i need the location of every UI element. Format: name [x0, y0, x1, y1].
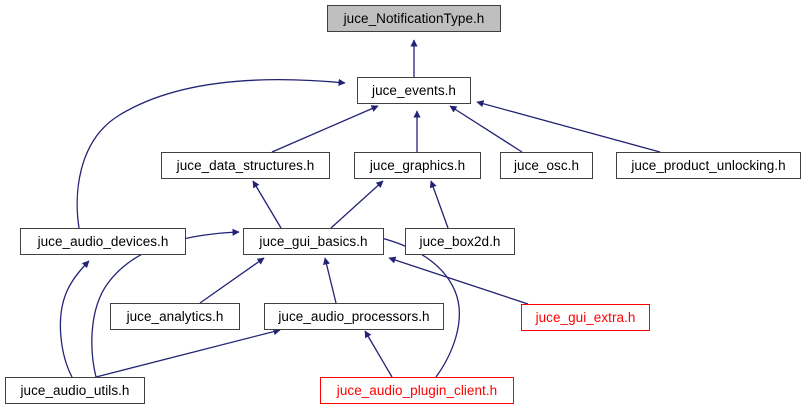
graph-edge-box2d-to-graphics — [429, 180, 449, 229]
graph-node-audio_processors[interactable]: juce_audio_processors.h — [264, 303, 444, 330]
graph-node-label: juce_audio_utils.h — [20, 382, 130, 398]
graph-node-product_unlocking[interactable]: juce_product_unlocking.h — [616, 152, 801, 179]
graph-edge-data_structures-to-events — [271, 105, 379, 153]
graph-node-label: juce_data_structures.h — [176, 157, 315, 173]
graph-node-gui_basics[interactable]: juce_gui_basics.h — [243, 228, 384, 255]
graph-node-data_structures[interactable]: juce_data_structures.h — [161, 152, 330, 179]
graph-node-label: juce_audio_processors.h — [278, 308, 430, 324]
graph-node-gui_extra[interactable]: juce_gui_extra.h — [521, 304, 650, 331]
graph-node-label: juce_NotificationType.h — [343, 10, 485, 26]
graph-node-audio_utils[interactable]: juce_audio_utils.h — [5, 377, 145, 404]
graph-edge-audio_processors-to-gui_basics — [323, 257, 337, 304]
graph-edge-audio_utils-to-audio_devices — [59, 260, 90, 378]
graph-node-audio_devices[interactable]: juce_audio_devices.h — [20, 228, 186, 255]
graph-node-label: juce_gui_extra.h — [535, 309, 636, 325]
graph-edge-audio_plugin_client-to-audio_processors — [364, 330, 393, 378]
graph-node-label: juce_osc.h — [513, 157, 580, 173]
graph-node-label: juce_box2d.h — [419, 233, 501, 249]
graph-edge-product_unlocking-to-events — [476, 100, 661, 153]
edge-group — [59, 39, 661, 378]
graph-edge-audio_utils-to-gui_basics — [91, 228, 240, 378]
graph-node-events[interactable]: juce_events.h — [357, 77, 471, 104]
graph-edge-gui_basics-to-data_structures — [252, 180, 282, 229]
graph-node-label: juce_product_unlocking.h — [631, 157, 786, 173]
graph-edge-osc-to-events — [449, 105, 523, 153]
graph-node-label: juce_graphics.h — [369, 157, 466, 173]
graph-node-label: juce_events.h — [372, 82, 456, 98]
graph-node-analytics[interactable]: juce_analytics.h — [110, 303, 240, 330]
graph-node-label: juce_analytics.h — [126, 308, 224, 324]
graph-node-notification_type[interactable]: juce_NotificationType.h — [327, 5, 501, 32]
graph-edge-gui_basics-to-graphics — [330, 180, 384, 229]
graph-edge-analytics-to-gui_basics — [199, 257, 265, 304]
graph-edge-audio_utils-to-audio_processors — [95, 328, 281, 378]
graph-node-label: juce_audio_plugin_client.h — [336, 382, 498, 398]
graph-node-graphics[interactable]: juce_graphics.h — [354, 152, 481, 179]
graph-node-label: juce_audio_devices.h — [37, 233, 169, 249]
graph-node-osc[interactable]: juce_osc.h — [500, 152, 593, 179]
graph-node-label: juce_gui_basics.h — [259, 233, 368, 249]
graph-edge-audio_plugin_client-to-gui_basics — [372, 233, 460, 378]
graph-edge-audio_devices-to-events — [76, 78, 346, 229]
graph-node-audio_plugin_client[interactable]: juce_audio_plugin_client.h — [320, 377, 514, 404]
graph-node-box2d[interactable]: juce_box2d.h — [405, 228, 515, 255]
graph-edge-gui_extra-to-gui_basics — [388, 256, 529, 305]
